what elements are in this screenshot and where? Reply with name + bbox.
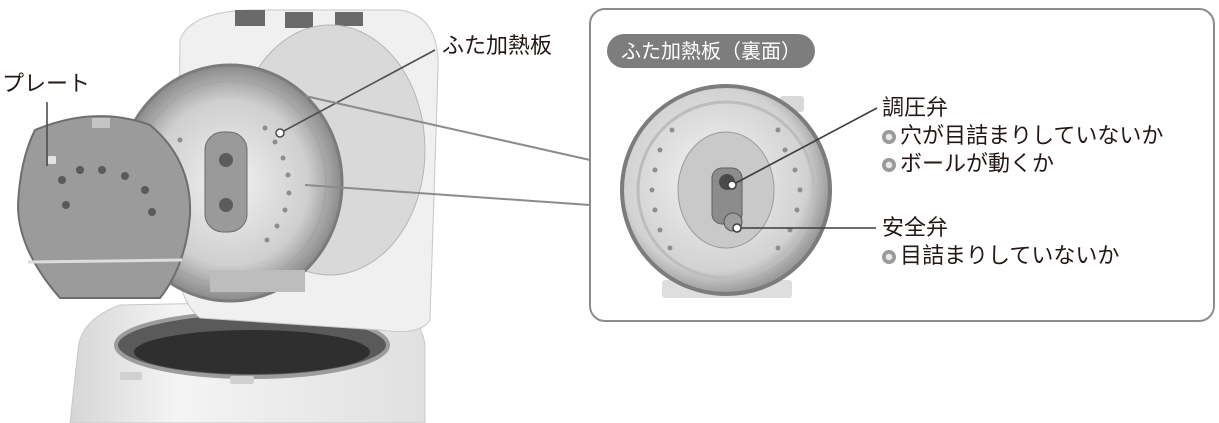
check-text: 目詰まりしていないか xyxy=(900,244,1120,269)
lid-plate-leader-line xyxy=(279,49,436,134)
detail-panel-title: ふた加熱板（裏面） xyxy=(607,34,815,68)
plate-part xyxy=(16,115,192,299)
pressure-valve-heading: 調圧弁 xyxy=(882,96,949,121)
safety-valve-check-1: 目詰まりしていないか xyxy=(882,244,1119,270)
callout-connector-bottom xyxy=(304,184,591,206)
check-text: 穴が目詰まりしていないか xyxy=(900,124,1164,149)
check-bullet-icon xyxy=(882,130,896,144)
pressure-valve-check-2: ボールが動くか xyxy=(882,152,1054,178)
check-bullet-icon xyxy=(882,250,896,264)
plate-label: プレート xyxy=(2,72,91,97)
check-text: ボールが動くか xyxy=(900,152,1055,177)
safety-valve-heading: 安全弁 xyxy=(882,216,949,241)
lid-heating-plate-label: ふた加熱板 xyxy=(442,34,553,59)
pressure-valve-check-1: 穴が目詰まりしていないか xyxy=(882,124,1163,150)
check-bullet-icon xyxy=(882,158,896,172)
callout-connector-top xyxy=(304,95,591,161)
